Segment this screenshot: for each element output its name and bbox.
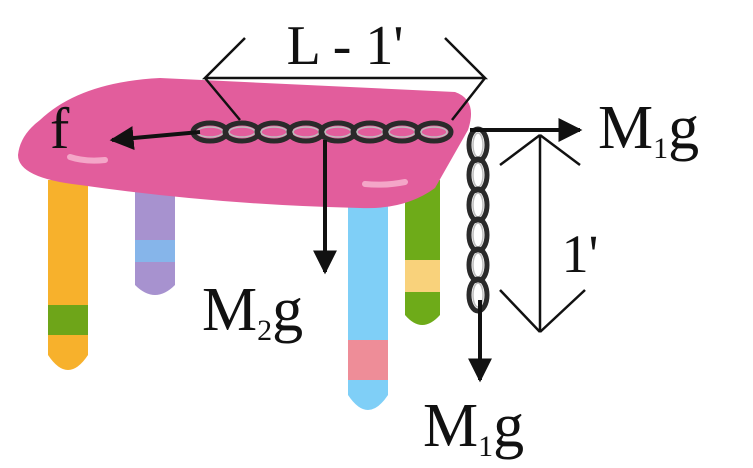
leg-orange-band <box>48 305 88 335</box>
chain-link-shine <box>472 222 484 248</box>
friction-arrow <box>109 126 201 150</box>
m2g-sub: 2 <box>257 314 272 347</box>
friction-label: f <box>50 96 70 161</box>
side-length-label: 1' <box>562 224 599 284</box>
table-legs <box>48 180 440 410</box>
tabletop-highlight <box>67 154 108 164</box>
chain-link-shine <box>472 132 484 158</box>
chain-link <box>466 246 490 284</box>
chain-link-shine <box>472 192 484 218</box>
chain-horizontal <box>190 120 454 144</box>
leg-blue-band <box>348 340 388 380</box>
m1g-right-label: M1g <box>598 94 699 165</box>
m2g-main: M <box>202 276 257 344</box>
leg-orange <box>48 180 88 370</box>
chain-link <box>466 156 490 194</box>
m1g-down-main: M <box>423 392 478 460</box>
chain-link <box>466 126 490 164</box>
m2g-tail: g <box>272 276 303 344</box>
m1g-down-label: M1g <box>423 392 524 463</box>
leg-purple-band <box>135 240 175 262</box>
side-length-bracket <box>499 134 586 333</box>
chain-link <box>414 120 454 144</box>
chain-link <box>466 216 490 254</box>
m2g-label: M2g <box>202 276 303 347</box>
top-length-label: L - 1' <box>287 15 404 77</box>
chain-link-shine <box>472 252 484 278</box>
top-length-bracket <box>201 37 489 121</box>
m1g-right-main: M <box>598 94 653 162</box>
chain-hanging <box>466 126 490 314</box>
chain-link-shine <box>420 126 448 138</box>
m1g-right-tail: g <box>668 94 699 162</box>
m1g-right-sub: 1 <box>653 132 668 165</box>
tabletop-highlight-2 <box>362 179 408 188</box>
leg-green-band <box>405 260 440 292</box>
m1g-down-tail: g <box>493 392 524 460</box>
leg-green <box>405 180 440 325</box>
chain-link <box>466 186 490 224</box>
chain-link-shine <box>472 162 484 188</box>
m1g-down-sub: 1 <box>478 430 493 463</box>
